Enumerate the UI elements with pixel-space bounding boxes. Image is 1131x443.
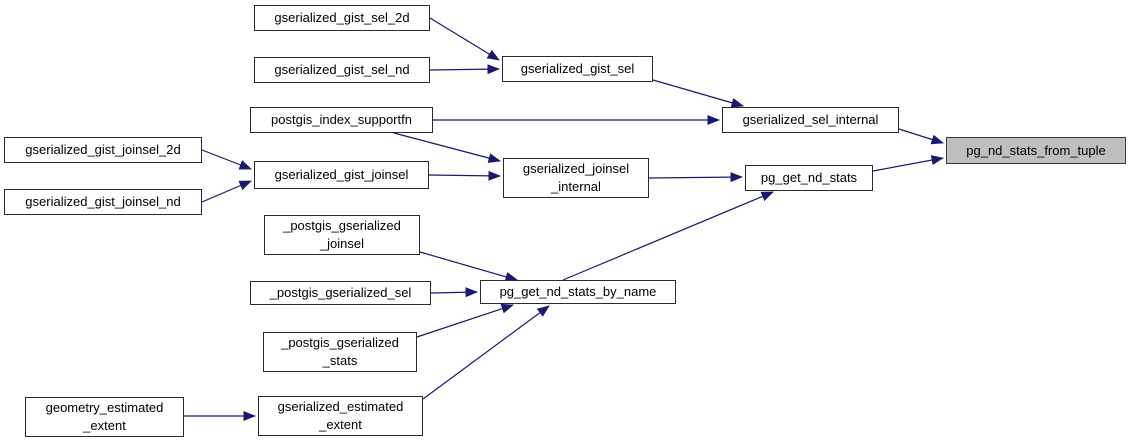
edge-_postgis_gserialized_joinsel-to-pg_get_nd_stats_by_name <box>419 251 518 282</box>
edge-gserialized_gist_sel_2d-to-gserialized_gist_sel <box>429 17 500 61</box>
edge-gserialized_gist_joinsel_nd-to-gserialized_gist_joinsel <box>201 180 252 203</box>
node-label: pg_nd_stats_from_tuple <box>966 142 1106 158</box>
node-label: _postgis_gserialized_sel <box>269 285 412 300</box>
edge-gserialized_gist_sel_nd-to-gserialized_gist_sel <box>429 64 500 75</box>
node-gserialized_gist_sel[interactable]: gserialized_gist_sel <box>502 56 653 82</box>
node-postgis_index_supportfn[interactable]: postgis_index_supportfn <box>250 107 433 133</box>
node-label: gserialized_gist_sel <box>520 61 635 76</box>
node-label: geometry_estimated _extent <box>45 400 164 433</box>
node-gserialized_sel_internal[interactable]: gserialized_sel_internal <box>722 107 899 133</box>
node-pg_nd_stats_from_tuple: pg_nd_stats_from_tuple <box>946 137 1126 164</box>
edge-_postgis_gserialized_stats-to-pg_get_nd_stats_by_name <box>416 303 514 338</box>
node-gserialized_gist_joinsel_2d[interactable]: gserialized_gist_joinsel_2d <box>4 137 202 163</box>
edge-gserialized_sel_internal-to-pg_nd_stats_from_tuple <box>898 128 944 145</box>
node-gserialized_gist_joinsel[interactable]: gserialized_gist_joinsel <box>254 161 429 189</box>
edge-gserialized_gist_joinsel_2d-to-gserialized_gist_joinsel <box>201 149 252 170</box>
node-gserialized_estimated_extent[interactable]: gserialized_estimated _extent <box>258 396 423 436</box>
node-label: _postgis_gserialized _joinsel <box>283 218 401 251</box>
edge-_postgis_gserialized_sel-to-pg_get_nd_stats_by_name <box>430 287 478 298</box>
node-geometry_estimated_extent[interactable]: geometry_estimated _extent <box>25 397 184 437</box>
node-_postgis_gserialized_sel[interactable]: _postgis_gserialized_sel <box>250 281 431 305</box>
edge-gserialized_gist_sel-to-gserialized_sel_internal <box>652 79 744 108</box>
edge-gserialized_joinsel_internal-to-pg_get_nd_stats <box>648 172 743 183</box>
node-label: _postgis_gserialized _stats <box>281 335 399 368</box>
edge-gserialized_gist_joinsel-to-gserialized_joinsel_internal <box>428 170 501 181</box>
node-label: pg_get_nd_stats_by_name <box>499 284 657 299</box>
node-_postgis_gserialized_joinsel[interactable]: _postgis_gserialized _joinsel <box>264 215 420 255</box>
node-label: gserialized_gist_joinsel_nd <box>25 194 181 209</box>
node-label: gserialized_gist_sel_2d <box>274 10 410 25</box>
node-label: pg_get_nd_stats <box>760 170 858 185</box>
node-pg_get_nd_stats_by_name[interactable]: pg_get_nd_stats_by_name <box>480 280 676 304</box>
node-pg_get_nd_stats[interactable]: pg_get_nd_stats <box>745 165 873 191</box>
node-label: gserialized_sel_internal <box>742 112 879 127</box>
node-gserialized_gist_joinsel_nd[interactable]: gserialized_gist_joinsel_nd <box>4 189 202 215</box>
node-label: gserialized_gist_sel_nd <box>274 62 410 77</box>
node-gserialized_gist_sel_2d[interactable]: gserialized_gist_sel_2d <box>254 5 430 31</box>
edge-gserialized_estimated_extent-to-pg_get_nd_stats_by_name <box>422 305 550 400</box>
edge-pg_get_nd_stats-to-pg_nd_stats_from_tuple <box>872 155 944 172</box>
node-label: gserialized_estimated _extent <box>277 399 404 432</box>
node-_postgis_gserialized_stats[interactable]: _postgis_gserialized _stats <box>263 332 417 372</box>
node-gserialized_gist_sel_nd[interactable]: gserialized_gist_sel_nd <box>254 57 430 83</box>
edge-postgis_index_supportfn-to-gserialized_joinsel_internal <box>393 132 501 163</box>
node-label: gserialized_joinsel _internal <box>522 161 630 194</box>
node-label: gserialized_gist_joinsel_2d <box>25 142 181 157</box>
edge-pg_get_nd_stats_by_name-to-pg_get_nd_stats <box>562 191 774 281</box>
node-label: postgis_index_supportfn <box>271 112 412 127</box>
node-gserialized_joinsel_internal[interactable]: gserialized_joinsel _internal <box>503 158 649 198</box>
node-label: gserialized_gist_joinsel <box>274 167 409 182</box>
